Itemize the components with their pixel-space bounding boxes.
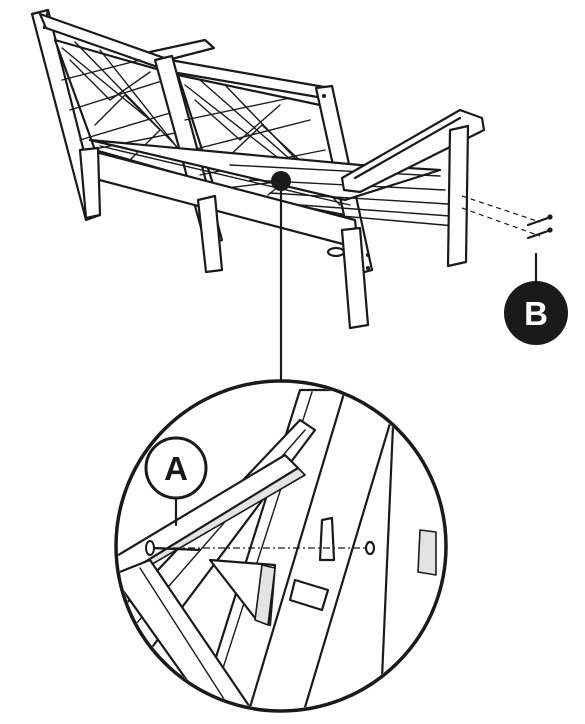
screw-guide-lines [461, 195, 541, 237]
callout-a: A [144, 436, 208, 527]
screw-a [145, 540, 202, 556]
middle-leg [196, 194, 224, 274]
right-front-leg [340, 226, 370, 330]
callout-b-label: B [524, 295, 548, 332]
left-front-leg [78, 146, 102, 220]
right-arm-leg [446, 124, 470, 268]
callout-b: B [504, 252, 568, 345]
bench-illustration [30, 8, 553, 330]
callout-b-circle [504, 281, 568, 345]
callout-a-label: A [164, 450, 188, 487]
screws-b [526, 214, 553, 240]
callout-a-circle [144, 436, 208, 500]
detail-magnified-view [114, 379, 448, 713]
detail-location-marker [271, 171, 291, 191]
right-armrest [340, 108, 486, 194]
